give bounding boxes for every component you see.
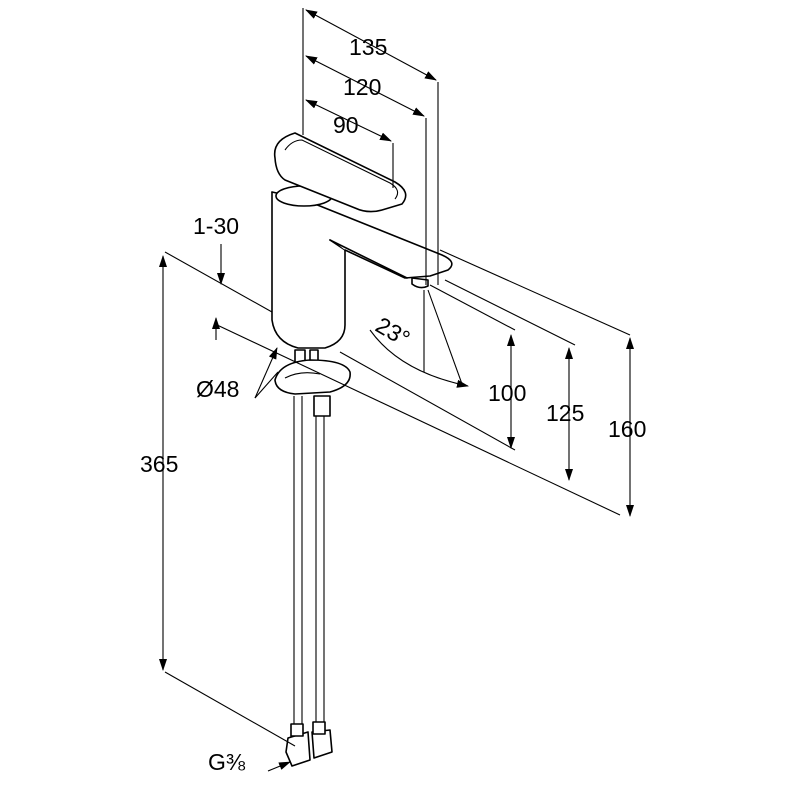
label-120: 120 <box>343 74 381 100</box>
label-100: 100 <box>488 380 526 406</box>
label-angle-23: 23° <box>371 312 414 352</box>
mounting-hardware <box>275 350 350 766</box>
label-1-30: 1-30 <box>193 213 239 239</box>
label-diameter-48: Ø48 <box>196 376 239 402</box>
label-thread-g38: G⅜ <box>208 749 246 775</box>
label-365: 365 <box>140 451 178 477</box>
label-135: 135 <box>349 34 387 60</box>
label-90: 90 <box>333 112 359 138</box>
label-125: 125 <box>546 400 584 426</box>
faucet-body <box>272 133 455 348</box>
label-160: 160 <box>608 416 646 442</box>
